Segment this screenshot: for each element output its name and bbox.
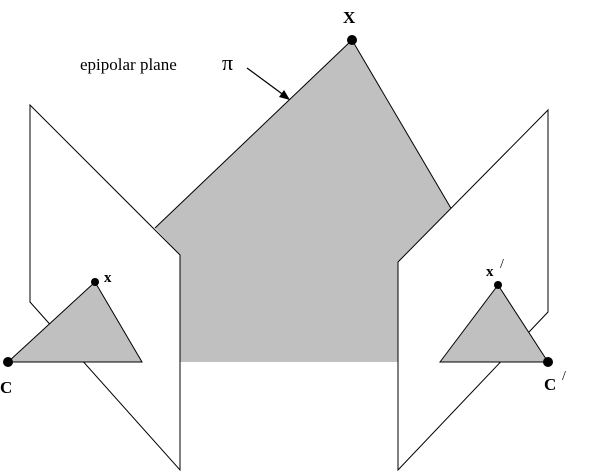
right-image-plane [397, 108, 549, 472]
label-right-center-prime: / [562, 369, 566, 384]
label-right-image-prime: / [500, 257, 504, 272]
plane-pointer-arrow [246, 67, 286, 97]
right-triangle [438, 284, 549, 363]
left-triangle [6, 281, 143, 363]
label-world-X: X [343, 8, 356, 27]
label-epipolar-plane: epipolar plane [80, 55, 177, 74]
point-world-X [347, 35, 357, 45]
point-left-image-x [91, 278, 99, 286]
point-right-center-C [543, 357, 553, 367]
label-plane-symbol: π [222, 50, 233, 75]
label-right-center-C: C [544, 375, 556, 394]
plane-edge-left [154, 39, 353, 229]
point-right-image-x [494, 281, 502, 289]
left-image-plane [29, 103, 181, 472]
label-left-center-C: C [0, 378, 12, 397]
plane-edge-right [351, 39, 453, 211]
epipolar-plane-fill [155, 40, 452, 362]
point-left-center-C [3, 357, 13, 367]
label-left-image-x: x [104, 270, 112, 286]
label-right-image-x: x [486, 264, 494, 280]
plane-pointer-arrowhead [279, 90, 290, 100]
